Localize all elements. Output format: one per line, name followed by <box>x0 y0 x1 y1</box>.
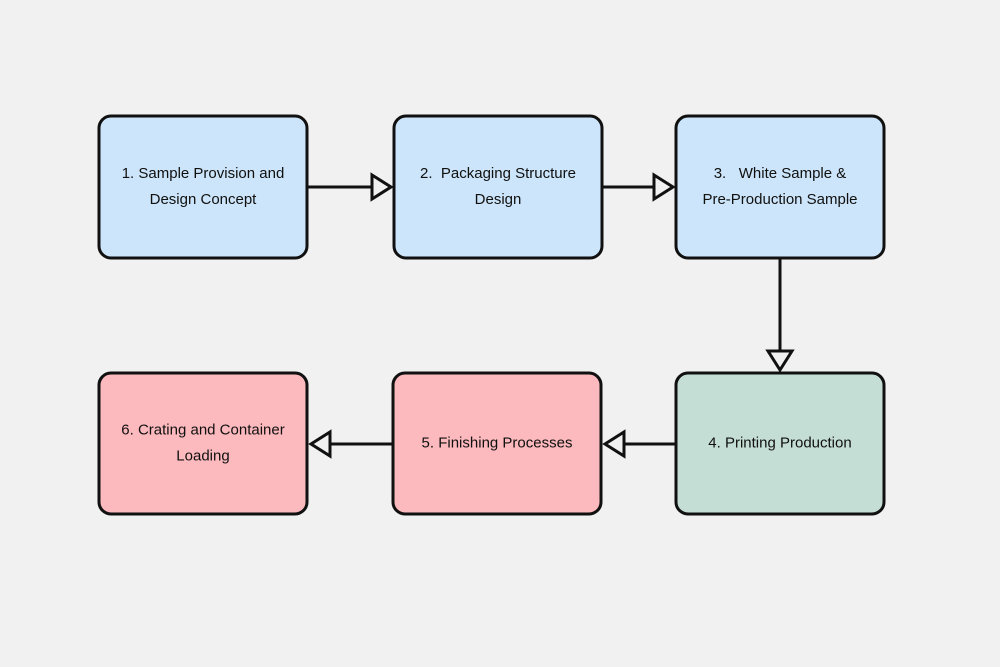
node-box[interactable] <box>674 371 886 516</box>
arrowhead-left-icon <box>308 429 332 459</box>
node-label-line-1: 3. White Sample & <box>714 165 847 182</box>
node-box[interactable] <box>97 114 309 260</box>
arrowhead-right-icon <box>652 172 676 202</box>
node-box[interactable] <box>674 114 886 260</box>
node-label-line-1: 2. Packaging Structure <box>420 165 576 182</box>
node-label-line-2: Design <box>475 191 522 208</box>
node-label-line-2: Pre-Production Sample <box>702 191 857 208</box>
edge-white-sample-to-printing-production <box>765 258 795 373</box>
node-label-line-1: 5. Finishing Processes <box>422 434 573 451</box>
node-box[interactable] <box>97 371 309 516</box>
flow-node-white-sample-and-pre-production-sample[interactable]: 3. White Sample & Pre-Production Sample <box>674 114 886 260</box>
edge-packaging-structure-to-white-sample <box>602 172 676 202</box>
arrowhead-right-icon <box>370 172 394 202</box>
edge-finishing-processes-to-crating-and-loading <box>308 429 393 459</box>
arrowhead-down-icon <box>765 349 795 373</box>
node-label-line-1: 4. Printing Production <box>708 434 851 451</box>
flow-node-printing-production[interactable]: 4. Printing Production <box>674 371 886 516</box>
node-box[interactable] <box>392 114 604 260</box>
edge-sample-provision-to-packaging-structure <box>307 172 394 202</box>
arrowhead-left-icon <box>602 429 626 459</box>
flow-node-finishing-processes[interactable]: 5. Finishing Processes <box>391 371 603 516</box>
node-box[interactable] <box>391 371 603 516</box>
node-label-line-2: Design Concept <box>150 191 258 208</box>
edge-printing-production-to-finishing-processes <box>602 429 676 459</box>
node-label-line-2: Loading <box>176 447 229 464</box>
edges-layer <box>307 172 795 459</box>
node-label-line-1: 1. Sample Provision and <box>122 165 285 182</box>
node-label-line-1: 6. Crating and Container <box>121 421 284 438</box>
